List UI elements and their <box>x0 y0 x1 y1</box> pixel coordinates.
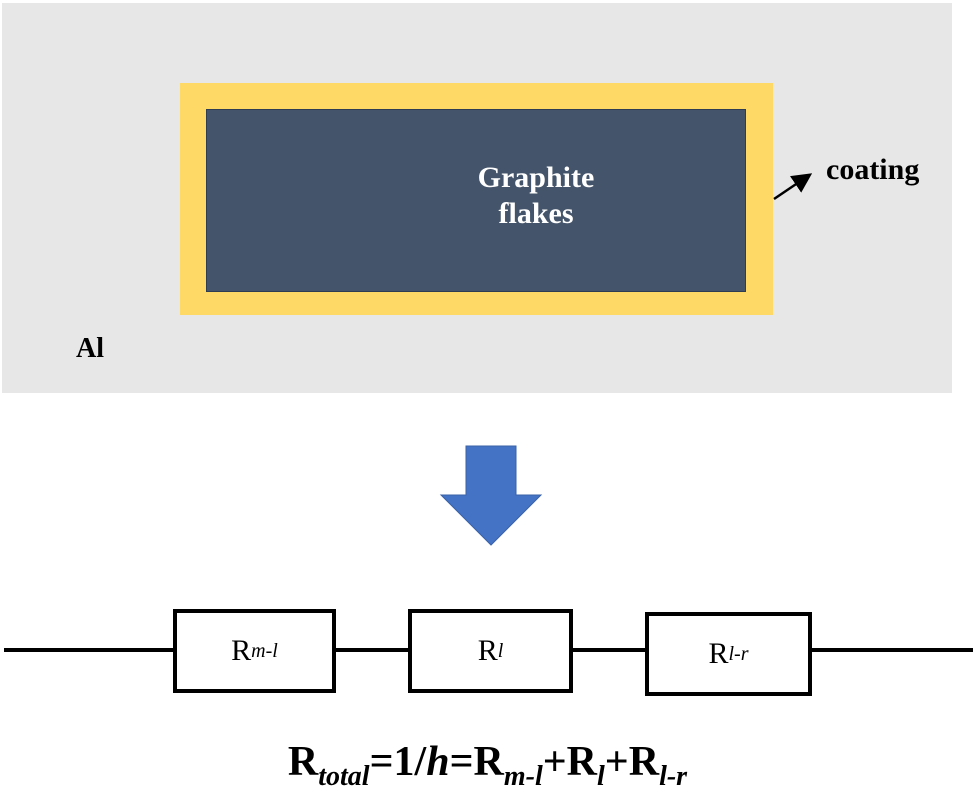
resistor-base: R <box>708 637 729 670</box>
resistor-sub: m-l <box>251 639 278 662</box>
resistor-sub: l-r <box>728 642 749 665</box>
graphite-flake: Graphite flakes <box>206 109 746 292</box>
formula-part: R <box>566 739 598 785</box>
resistor-base: R <box>231 634 252 667</box>
al-label: Al <box>76 333 104 364</box>
formula-part: + <box>604 739 629 785</box>
formula-sub: m-l <box>503 761 543 792</box>
resistor-sub: l <box>497 639 504 662</box>
formula-sub: l-r <box>659 761 688 792</box>
coating-pointer-arrow <box>773 173 813 201</box>
formula-sub: l <box>597 761 605 792</box>
formula-part: + <box>542 739 567 785</box>
formula-h: h <box>426 739 450 785</box>
formula-part: R <box>628 739 660 785</box>
formula-part: R <box>473 739 504 785</box>
formula-part: =1/ <box>369 739 427 785</box>
flake-label-line2: flakes <box>498 197 574 230</box>
graphite-flake-label: Graphite flakes <box>207 160 745 232</box>
coating-label: coating <box>826 153 920 186</box>
formula-part: = <box>449 739 474 785</box>
total-resistance-formula: Rtotal=1/h=Rm-l+Rl+Rl-r <box>0 738 975 793</box>
formula-sub: total <box>318 761 370 792</box>
down-arrow-icon <box>439 445 543 546</box>
resistor-base: R <box>477 634 498 667</box>
flake-label-line1: Graphite <box>477 161 595 194</box>
formula-part: R <box>287 739 319 785</box>
